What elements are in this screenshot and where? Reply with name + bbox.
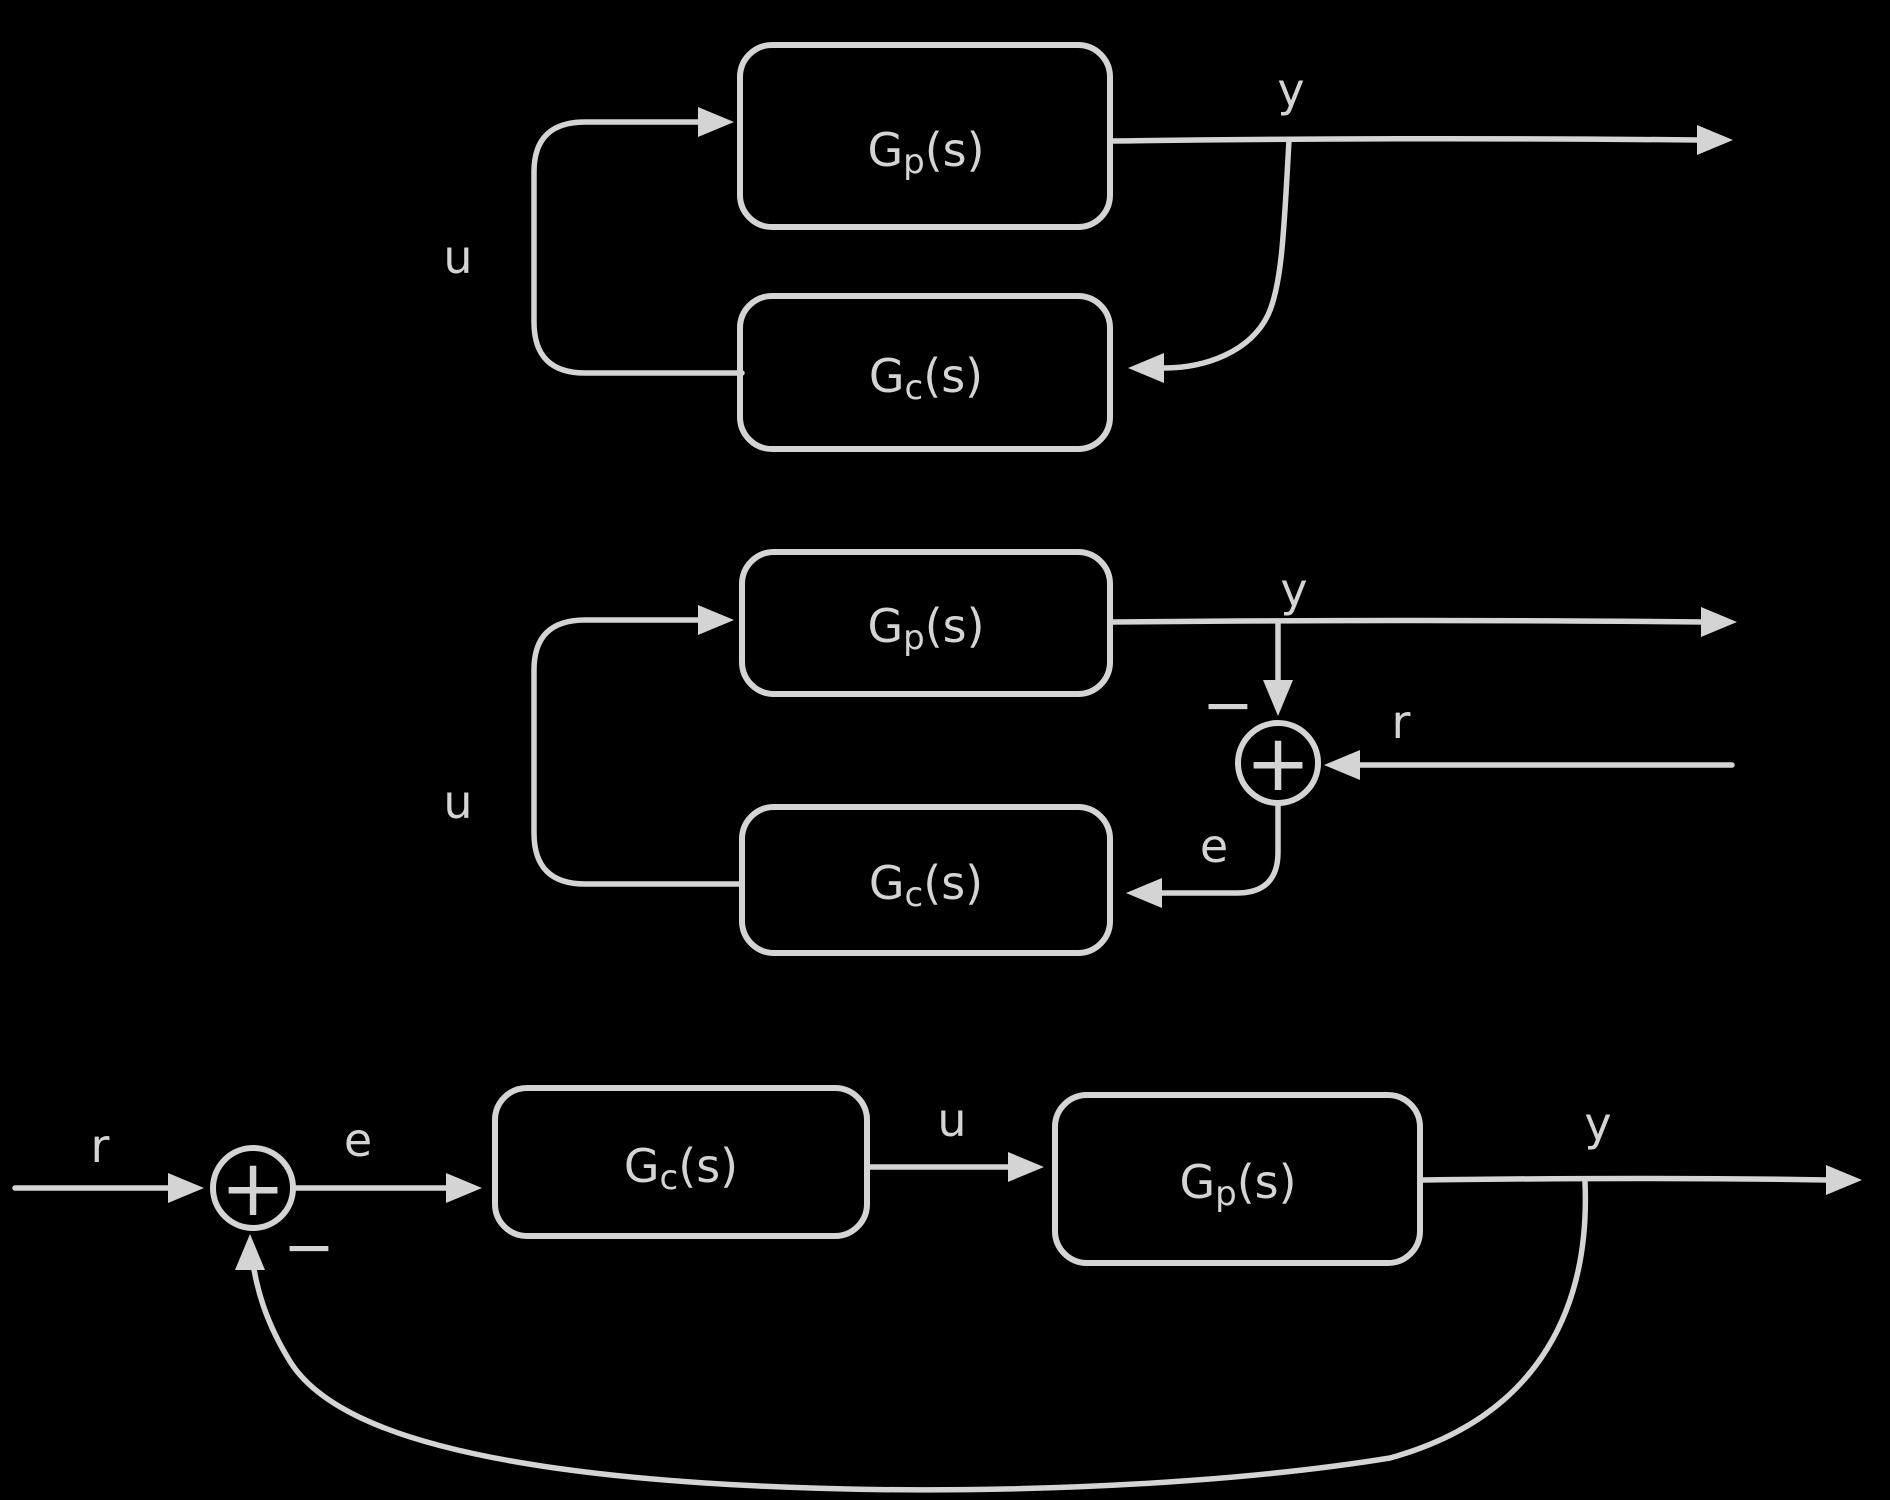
plant-block-label: Gp(s) <box>867 599 984 658</box>
controller-block-label: Gc(s) <box>869 349 983 408</box>
label-signal-u: u <box>443 230 472 284</box>
controller-block-box <box>492 1085 870 1239</box>
controller-block-label: Gc(s) <box>869 856 983 915</box>
controller-block-box <box>739 804 1113 956</box>
plant-block-label: Gp(s) <box>867 123 984 182</box>
wire-output-y <box>1109 617 1708 625</box>
wire-feedback-loop <box>248 1179 1589 1493</box>
label-signal-e: e <box>344 1113 372 1167</box>
arrowhead-into-sum-bottom <box>235 1234 265 1270</box>
wire-y-branch-to-controller <box>1161 137 1292 371</box>
arrowhead-into-sum-top <box>1263 680 1293 716</box>
arrowhead-into-plant <box>698 107 734 137</box>
plant-block-label: Gp(s) <box>1179 1155 1296 1214</box>
wire-e-to-controller <box>1157 802 1281 896</box>
arrowhead-into-controller <box>1126 878 1162 908</box>
diagram-middle-loop-with-sum: Gp(s) Gc(s) u y − + r e <box>443 549 1737 956</box>
arrowhead-into-plant <box>1008 1152 1044 1182</box>
label-signal-u: u <box>443 775 472 829</box>
label-signal-u: u <box>937 1093 966 1147</box>
summing-junction-circle <box>210 1145 296 1231</box>
label-signal-e: e <box>1200 819 1228 873</box>
arrowhead-into-sum-right <box>1324 750 1360 780</box>
label-signal-y: y <box>1584 1097 1611 1151</box>
arrowhead-into-controller <box>446 1173 482 1203</box>
sum-minus-sign: − <box>283 1210 335 1283</box>
arrowhead-into-controller <box>1128 353 1164 383</box>
diagram-top-loop: Gp(s) Gc(s) u y <box>443 42 1733 452</box>
sum-plus-sign: + <box>1245 719 1310 809</box>
arrowhead-into-plant <box>698 605 734 635</box>
label-signal-r: r <box>1392 695 1411 749</box>
arrowhead-into-sum-left <box>168 1173 204 1203</box>
label-signal-y: y <box>1277 63 1304 117</box>
diagram-bottom-classic-feedback: r + − e Gc(s) u Gp(s) y <box>12 1085 1862 1493</box>
sum-minus-sign: − <box>1202 668 1254 741</box>
arrowhead-output <box>1826 1165 1862 1195</box>
plant-block-box <box>737 42 1113 230</box>
wire-u-loop <box>531 617 745 887</box>
controller-block-label: Gc(s) <box>624 1139 738 1198</box>
sum-plus-sign: + <box>220 1144 285 1234</box>
label-signal-r: r <box>91 1119 110 1173</box>
arrowhead-output <box>1697 125 1733 155</box>
arrowhead-output <box>1701 607 1737 637</box>
wire-output-y <box>1419 1175 1831 1183</box>
wire-output-y <box>1109 135 1703 144</box>
label-signal-y: y <box>1280 563 1307 617</box>
wire-u-loop <box>531 119 745 376</box>
